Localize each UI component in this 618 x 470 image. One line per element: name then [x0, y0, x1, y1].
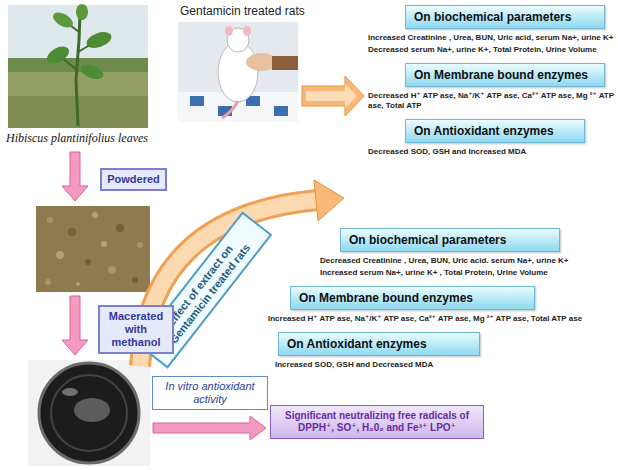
result-text: Increased H⁺ ATP ase, Na⁺/K⁺ ATP ase, Ca… [268, 314, 616, 324]
photo-caption: Gentamicin treated rats [180, 4, 305, 18]
box-text: Powdered [107, 173, 160, 186]
process-box: Powdered [100, 168, 167, 191]
header-box: On biochemical parameters [405, 5, 605, 29]
header-box: On biochemical parameters [340, 228, 560, 252]
powder-photo-part [47, 217, 53, 223]
rat-photo-part [178, 22, 298, 122]
result-text: Decreased Creatinine , Urea, BUN, Uric a… [320, 256, 616, 266]
rat-photo-part [274, 106, 288, 116]
process-box: In vitro antioxidant activity [152, 376, 268, 410]
result-text: Decreased serum Na+, urine K+, Total Pro… [368, 45, 616, 55]
powder-photo-part [45, 279, 51, 285]
box-text: Macerated with methanol [104, 310, 168, 349]
powder-photo-part [85, 259, 91, 265]
powder-photo-part [108, 266, 116, 274]
rat-photo-part [190, 96, 204, 106]
powder-photo-part [56, 251, 64, 259]
powder-photo-part [132, 277, 138, 283]
powder-photo-part [92, 212, 98, 218]
result-text: Decreased SOD, GSH and Increased MDA [368, 147, 616, 157]
header-box: On Membrane bound enzymes [290, 286, 535, 310]
plant-photo-part [44, 43, 72, 67]
extract-photo-part [39, 363, 139, 463]
box-text: On Antioxidant enzymes [414, 124, 554, 138]
result-text: Increased SOD, GSH and Decreased MDA [275, 360, 575, 370]
rat-photo [178, 22, 298, 122]
extract-photo-part [28, 360, 150, 466]
rat-photo-part [243, 26, 251, 36]
photo-caption: Hibiscus plantinifolius leaves [6, 131, 148, 146]
powder-photo [36, 206, 150, 292]
result-text: Increased Creatinine , Urea, BUN, Uric a… [368, 33, 616, 43]
powder-photo-part [137, 242, 143, 248]
powder-photo-part [68, 228, 76, 236]
extract-photo-part [51, 375, 127, 451]
extract-photo [28, 360, 150, 466]
extract-photo-part [62, 388, 78, 396]
effect-arrow-part [306, 84, 357, 108]
powder-photo-part [101, 241, 107, 247]
plant-photo-part [84, 29, 113, 51]
effect-arrow-part [314, 180, 344, 221]
powder-photo-part [76, 282, 80, 286]
plant-photo [8, 4, 148, 128]
process-arrow-part [153, 416, 266, 440]
header-box: On Membrane bound enzymes [405, 63, 605, 87]
result-text: Decreased H⁺ ATP ase, Na⁺/K⁺ ATP ase, Ca… [368, 91, 616, 111]
plant-photo-part [76, 4, 88, 20]
result-text: Increased serum Na+, urine K+ , Total Pr… [320, 268, 616, 278]
effect-arrow-part [302, 76, 364, 116]
header-box: On Antioxidant enzymes [278, 332, 480, 356]
process-box: Macerated with methanol [98, 305, 174, 354]
box-text: In vitro antioxidant activity [157, 380, 263, 406]
box-text: On biochemical parameters [414, 10, 571, 24]
powder-photo-part [36, 206, 150, 292]
header-box: On Antioxidant enzymes [405, 119, 585, 143]
box-text: On Membrane bound enzymes [414, 68, 588, 82]
rat-photo-part [222, 101, 238, 118]
rat-photo-part [225, 26, 233, 36]
result-box: Significant neutralizing free radicals o… [270, 405, 484, 439]
plant-photo-part [79, 62, 106, 81]
extract-photo-part [74, 398, 110, 422]
box-text: On Antioxidant enzymes [287, 337, 427, 351]
box-text: Significant neutralizing free radicals o… [276, 410, 478, 434]
box-text: On biochemical parameters [349, 233, 506, 247]
process-arrow-part [62, 296, 88, 355]
plant-photo-part [8, 5, 148, 128]
powder-photo-part [116, 224, 124, 232]
plant-photo-part [50, 9, 75, 30]
rat-photo-part [272, 56, 298, 70]
box-text: On Membrane bound enzymes [299, 291, 473, 305]
process-arrow-part [62, 152, 88, 201]
